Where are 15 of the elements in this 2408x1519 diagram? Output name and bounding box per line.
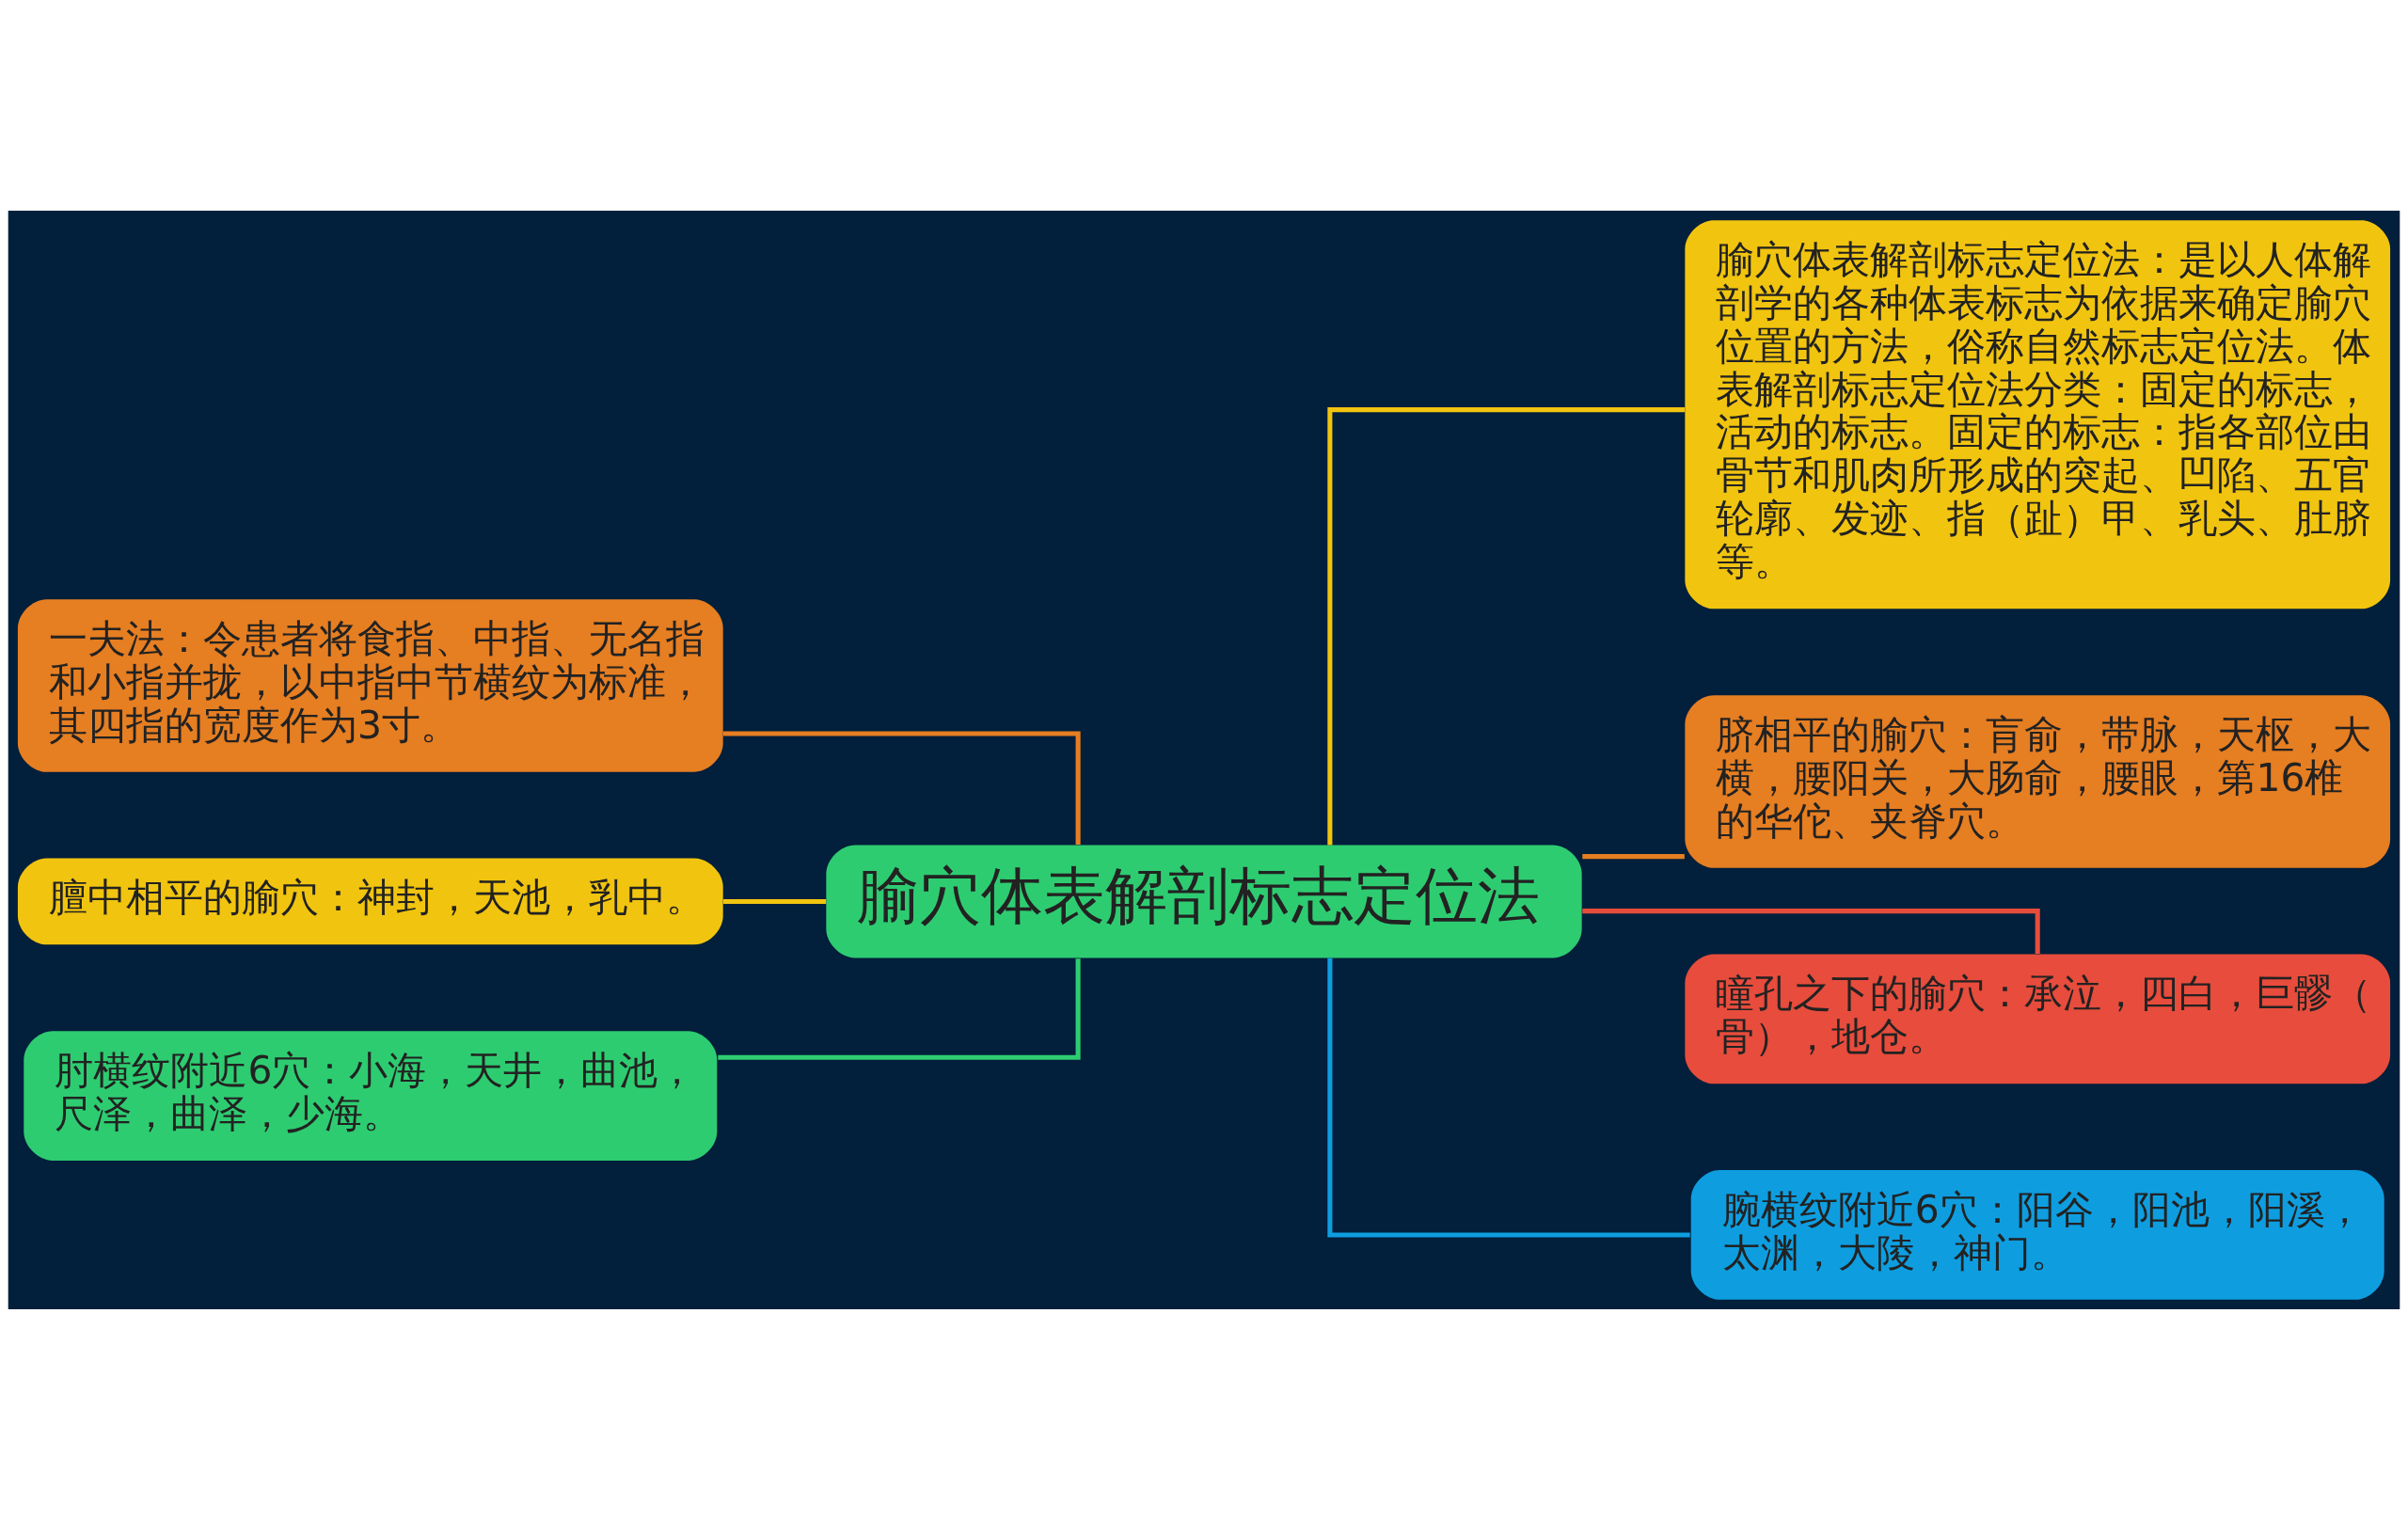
node-box: 腕横纹附近6穴：阳谷，阳池，阳溪，太渊，大陵，神门。	[1690, 1169, 2384, 1300]
node-box: 膻中相平的腧穴：神封，天池，乳中。	[17, 858, 723, 944]
connector	[722, 730, 1081, 845]
connector	[723, 898, 827, 904]
connector	[1327, 957, 1690, 1237]
node-box: 肘横纹附近6穴：小海，天井，曲池，尺泽，曲泽，少海。	[24, 1030, 718, 1161]
connector	[1582, 853, 1685, 859]
connector	[1582, 908, 2040, 954]
node-box: 腧穴体表解剖标志定位法：是以人体解剖学的各种体表标志为依据来确定腧穴位置的方法，俗称自然标志定位法。体表解剖标志定位法分类：固定的标志，活动的标志。固定的标志：指各部位由骨节和肌肉所形成的突起、凹陷、五官轮廓、发迹、指（趾）甲、乳头、肚脐等。	[1685, 219, 2391, 609]
node-box: 腧穴体表解剖标志定位法	[826, 845, 1582, 957]
node-box: 瞳孔之下的腧穴：承泣，四白，巨髎（骨），地仓。	[1685, 954, 2391, 1084]
node-box: 一夫法：令患者将食指、中指、无名指和小指并拢，以中指中节横纹为标准，其四指的宽度作为3寸。	[17, 598, 723, 772]
node-box: 脐相平的腧穴：肓俞，带脉，天枢，大横，腰阳关，大肠俞，腰眼，第16椎的华佗、夹脊穴。	[1685, 694, 2391, 868]
connector	[1327, 406, 1686, 845]
connector	[718, 957, 1081, 1060]
